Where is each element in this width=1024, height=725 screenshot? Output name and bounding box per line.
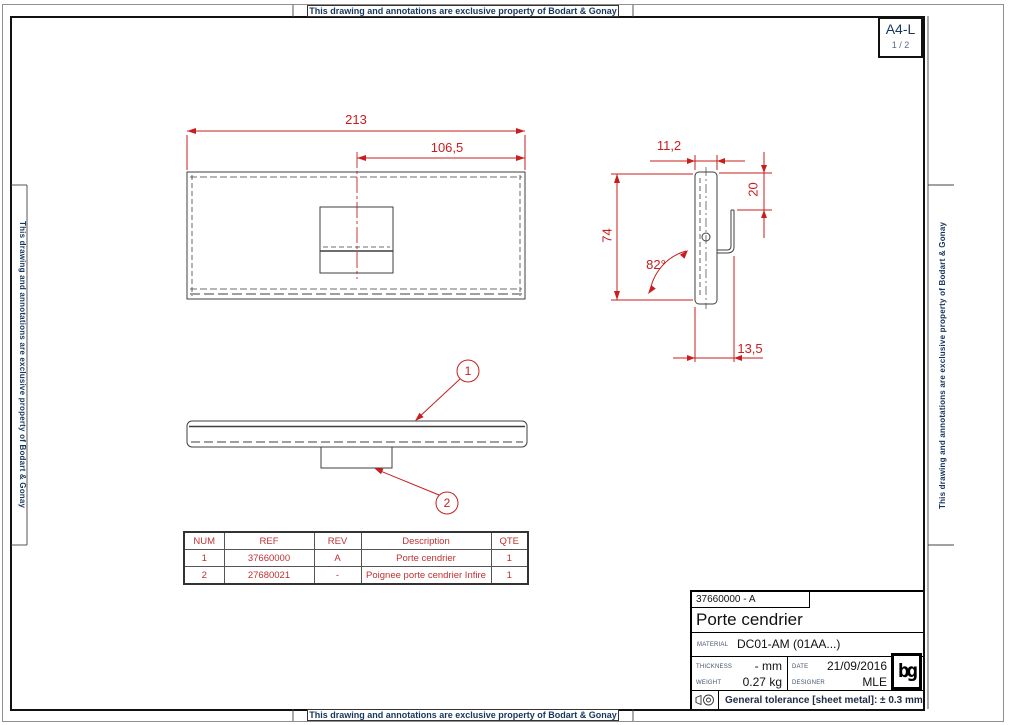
property-notice-bottom: This drawing and annotations are exclusi… — [309, 710, 617, 720]
sheet-format-box: A4-L 1 / 2 — [878, 17, 923, 58]
properties-row: THICKNESS - mm WEIGHT 0.27 kg DATE 21/09… — [692, 657, 923, 691]
bom-cell: 27680021 — [223, 566, 315, 585]
tolerance-row: General tolerance [sheet metal]: ± 0.3 m… — [692, 691, 923, 709]
bom-cell: - — [313, 566, 362, 585]
sheet-index: 1 / 2 — [891, 40, 910, 50]
dim-profile-depth: 11,2 — [656, 138, 682, 153]
dim-hook-drop: 20 — [745, 182, 761, 197]
first-angle-projection-icon — [692, 691, 719, 709]
bom-cell: 1 — [490, 566, 529, 585]
balloon-2: 2 — [443, 496, 451, 510]
bom-table: NUM REF REV Description QTE 1 37660000 A… — [183, 531, 529, 585]
bom-header-rev: REV — [313, 531, 362, 550]
thickness-label: THICKNESS — [696, 664, 733, 670]
bom-cell: 1 — [490, 549, 529, 567]
bom-cell: A — [313, 549, 362, 567]
bom-cell: 1 — [183, 549, 225, 567]
dim-bend-angle: 82° — [646, 257, 666, 272]
dim-overall-depth: 13,5 — [737, 341, 763, 356]
bom-row-2: 2 27680021 - Poignee porte cendrier Infi… — [183, 566, 529, 585]
weight-label: WEIGHT — [696, 680, 722, 686]
material-row: MATERIAL DC01-AM (01AA...) — [692, 633, 923, 657]
general-tolerance: General tolerance [sheet metal]: ± 0.3 m… — [725, 694, 923, 706]
date-value: 21/09/2016 — [826, 659, 887, 673]
material-value: DC01-AM (01AA...) — [737, 637, 841, 651]
drawing-number: 37660000 - A — [692, 592, 810, 608]
properties-divider — [787, 657, 788, 690]
bom-cell: 2 — [183, 566, 225, 585]
sheet-format: A4-L — [885, 21, 916, 37]
bom-header-num: NUM — [183, 531, 225, 550]
designer-label: DESIGNER — [792, 680, 825, 686]
sheet-border — [2, 4, 1004, 722]
title-block: 37660000 - A Porte cendrier MATERIAL DC0… — [690, 590, 923, 709]
bom-cell: Poignee porte cendrier Infire — [360, 566, 492, 585]
balloon-1: 1 — [464, 364, 472, 378]
material-label: MATERIAL — [697, 642, 729, 648]
designer-value: MLE — [862, 675, 887, 689]
bom-header-row: NUM REF REV Description QTE — [183, 531, 529, 550]
dim-plate-height: 74 — [599, 228, 615, 243]
thickness-value: - mm — [754, 659, 782, 673]
bom-header-qte: QTE — [490, 531, 529, 550]
property-notice-left: This drawing and annotations are exclusi… — [18, 221, 27, 509]
bom-header-ref: REF — [223, 531, 315, 550]
property-banner-bottom: This drawing and annotations are exclusi… — [307, 709, 619, 721]
property-banner-top: This drawing and annotations are exclusi… — [307, 5, 619, 17]
dim-plate-width: 213 — [345, 112, 367, 127]
bom-cell: Porte cendrier — [360, 549, 492, 567]
property-notice-right: This drawing and annotations are exclusi… — [938, 221, 947, 509]
bom-header-description: Description — [360, 531, 492, 550]
bom-cell: 37660000 — [223, 549, 315, 567]
bg-logo: bg — [891, 653, 922, 690]
property-notice-top: This drawing and annotations are exclusi… — [309, 6, 617, 16]
dim-handle-center-offset: 106,5 — [430, 140, 464, 155]
date-label: DATE — [792, 664, 809, 670]
drawing-title: Porte cendrier — [692, 607, 923, 633]
bom-row-1: 1 37660000 A Porte cendrier 1 — [183, 549, 529, 567]
weight-value: 0.27 kg — [742, 675, 782, 689]
